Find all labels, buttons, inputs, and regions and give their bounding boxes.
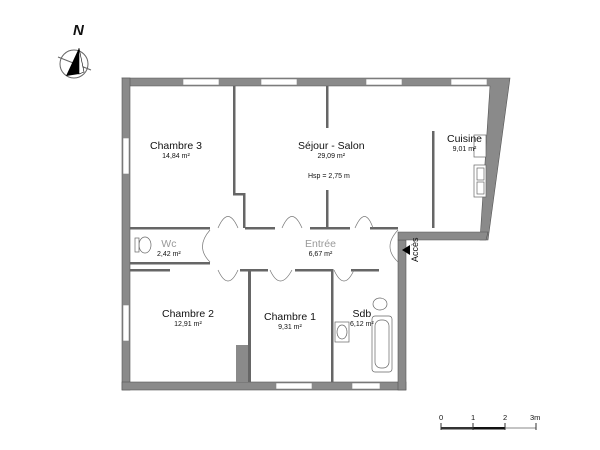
outer-walls: [121, 77, 511, 391]
ceiling-height: Hsp = 2,75 m: [308, 173, 350, 180]
room-area: 6,67 m²: [308, 251, 333, 258]
scale-tick-3: 3m: [530, 413, 541, 422]
room-area: 9,31 m²: [278, 324, 302, 331]
compass-icon: [57, 47, 92, 79]
access-label: Accès: [410, 237, 420, 262]
room-area: 2,42 m²: [157, 251, 181, 258]
room-chambre-3: Chambre 3 14,84 m²: [150, 140, 202, 160]
room-cuisine: Cuisine 9,01 m²: [447, 133, 482, 153]
interior-walls: [130, 86, 435, 382]
windows: [122, 78, 488, 390]
room-area: 12,91 m²: [174, 321, 202, 328]
room-area: 14,84 m²: [162, 153, 190, 160]
scale-bar: [440, 423, 537, 430]
room-entree: Entrée 6,67 m²: [305, 238, 336, 258]
room-name: Cuisine: [447, 133, 483, 145]
room-wc: Wc 2,42 m²: [157, 238, 181, 258]
scale-tick-1: 1: [471, 413, 476, 422]
room-area: 6,12 m²: [350, 321, 374, 328]
room-name: Chambre 3: [150, 140, 202, 152]
access-arrow-icon: [402, 245, 410, 255]
room-sejour-salon: Séjour - Salon 29,09 m²: [298, 140, 365, 160]
room-name: Séjour - Salon: [298, 140, 365, 152]
room-name: Chambre 1: [264, 311, 316, 323]
room-sdb: Sdb 6,12 m²: [350, 308, 374, 328]
room-name: Chambre 2: [162, 308, 214, 320]
fixtures: [134, 134, 487, 373]
room-name: Sdb: [352, 308, 372, 320]
scale-tick-0: 0: [439, 413, 444, 422]
scale-tick-2: 2: [503, 413, 508, 422]
room-name: Wc: [161, 238, 177, 250]
room-name: Entrée: [305, 238, 336, 250]
room-area: 29,09 m²: [317, 153, 346, 160]
room-chambre-1: Chambre 1 9,31 m²: [264, 311, 316, 331]
room-chambre-2: Chambre 2 12,91 m²: [162, 308, 214, 328]
compass-north-label: N: [73, 22, 84, 39]
room-area: 9,01 m²: [452, 146, 477, 153]
doors: [202, 216, 399, 282]
